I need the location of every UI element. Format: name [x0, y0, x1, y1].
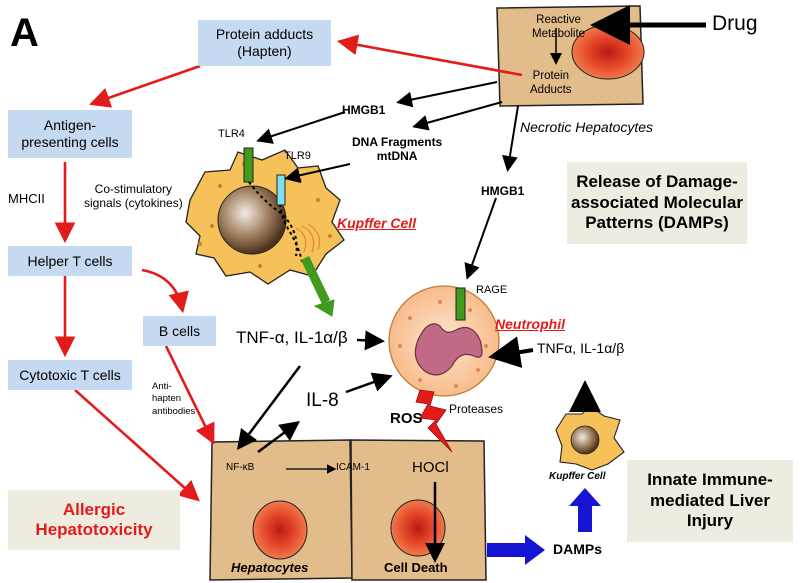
red-arrows: [54, 34, 523, 502]
tlr4-label: TLR4: [218, 128, 245, 140]
tnf-release-arrow: [300, 256, 331, 304]
black-arrows: [237, 5, 706, 563]
b-cells-box: B cells: [143, 316, 216, 346]
blue-arrows: [487, 488, 601, 565]
icam1-label: ICAM-1: [336, 462, 370, 473]
hocl-label: HOCl: [412, 459, 449, 476]
tlr9-label: TLR9: [284, 150, 311, 162]
hepatocytes-label: Hepatocytes: [231, 560, 309, 575]
ros-label: ROS: [390, 410, 423, 427]
cytotoxic-t-cells-box: Cytotoxic T cells: [8, 360, 132, 390]
rage-label: RAGE: [476, 284, 508, 296]
kupffer-cell-label: Kupffer Cell: [337, 215, 417, 231]
hepatocyte-block-left: [209, 439, 353, 581]
proteases-label: Proteases: [449, 402, 504, 416]
tlr9-receptor: [276, 174, 286, 206]
il8-label: IL-8: [306, 390, 339, 411]
antigen-presenting-cells-box: Antigen-presenting cells: [8, 110, 132, 158]
ros-lightning-icon: [415, 389, 453, 453]
neutrophil-cell: [388, 285, 500, 397]
tnf-main-label: TNF-α, IL-1α/β: [236, 328, 348, 347]
mhcii-label: MHCII: [8, 191, 45, 206]
reactive-metabolite-label: Reactive Metabolite: [532, 14, 586, 41]
tnf-right-label: TNFα, IL-1α/β: [537, 340, 625, 356]
panel-label: A: [10, 11, 39, 55]
helper-t-cells-box: Helper T cells: [8, 246, 132, 276]
damps-label: DAMPs: [553, 541, 603, 557]
protein-adducts-hapten-box: Protein adducts(Hapten): [198, 20, 331, 66]
kupffer-cell-small-label: Kupffer Cell: [549, 471, 606, 482]
kupffer-cell-large: [185, 149, 345, 285]
neutrophil-label: Neutrophil: [495, 316, 565, 332]
hmgb1-mid-label: HMGB1: [481, 184, 525, 198]
cell-death-label: Cell Death: [384, 560, 448, 575]
rage-receptor: [455, 287, 466, 321]
necrotic-hepatocytes-caption: Necrotic Hepatocytes: [520, 119, 654, 135]
nfkb-label: NF-κB: [226, 462, 255, 473]
kupffer-cell-small: [555, 405, 625, 471]
tlr4-receptor: [243, 147, 254, 183]
protein-adducts-label: Protein Adducts: [530, 70, 572, 97]
hmgb1-top-label: HMGB1: [342, 103, 386, 117]
drug-label: Drug: [712, 12, 758, 35]
hepatocyte-block-right: [350, 439, 487, 581]
